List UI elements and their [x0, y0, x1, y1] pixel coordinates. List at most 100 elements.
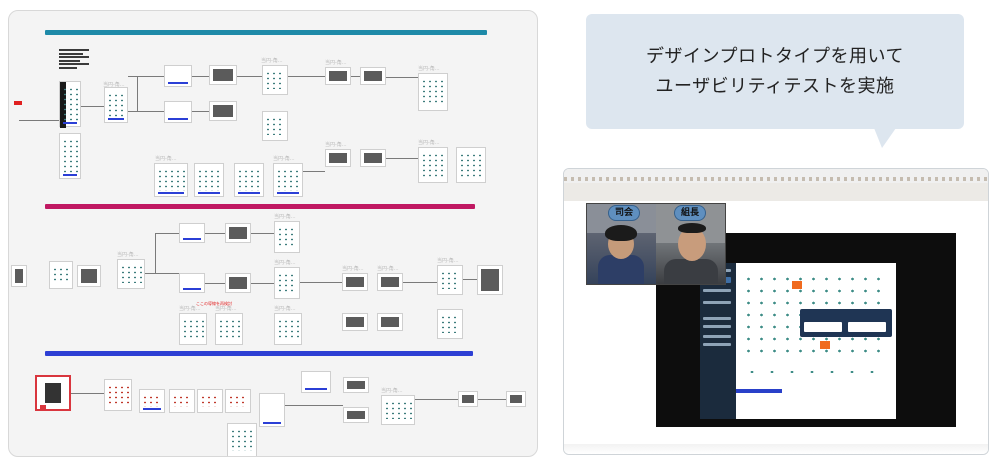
bubble-tail — [874, 128, 896, 148]
room-wall — [564, 183, 988, 201]
flow-screen — [154, 163, 188, 197]
room-background — [564, 169, 988, 183]
flow-connector — [288, 76, 325, 77]
flow-screen — [11, 265, 27, 287]
seat-detail-card — [800, 309, 892, 337]
flow-connector — [137, 76, 138, 111]
flow-screen — [262, 111, 288, 141]
flow-connector — [403, 282, 437, 283]
flow-screen — [418, 147, 448, 183]
flow-connector — [19, 120, 59, 121]
flow-screen — [194, 163, 224, 197]
screen-caption: 当円-角... — [103, 82, 125, 88]
flow-screen — [259, 393, 285, 427]
flow-connector — [300, 282, 342, 283]
caption-line-2: ユーザビリティテストを実施 — [655, 75, 895, 97]
flow-screen — [437, 309, 463, 339]
flow-screen — [197, 389, 223, 413]
row-marker — [14, 101, 22, 105]
flow-screen — [343, 407, 369, 423]
screen-caption: 当円-角... — [274, 214, 296, 220]
section-band-blue — [45, 351, 473, 356]
flow-screen — [225, 273, 251, 293]
flow-screen — [179, 223, 205, 243]
screen-caption: 当円-角... — [179, 306, 201, 312]
flow-connector — [205, 233, 225, 234]
screen-caption: 当円-角... — [418, 140, 440, 146]
flow-screen — [77, 265, 101, 287]
flow-screen — [104, 379, 132, 411]
flow-screen — [164, 65, 192, 87]
screen-caption: 当円-角... — [418, 66, 440, 72]
flow-connector — [478, 399, 506, 400]
highlighted-screen — [35, 375, 71, 411]
confirm-button[interactable] — [736, 389, 782, 393]
screen-caption: 当円-角... — [437, 258, 459, 264]
flow-screen — [381, 395, 415, 425]
flow-connector — [237, 76, 262, 77]
flow-screen — [274, 313, 302, 345]
camera-frame — [586, 203, 726, 285]
video-call-window: 司会 組長 — [563, 168, 989, 455]
app-sidebar — [700, 263, 736, 419]
flow-screen — [342, 313, 368, 331]
flow-connector — [192, 111, 209, 112]
selected-seat — [820, 341, 830, 349]
flow-screen — [59, 81, 81, 128]
screen-caption: 当円-角... — [261, 58, 283, 64]
screen-caption: 当円-角... — [215, 306, 237, 312]
screen-caption: 当円-角... — [273, 156, 295, 162]
prototype-flow-board: 当円-角... 当円-角... 当円-角... 当円-角... 当円-角... … — [8, 10, 538, 457]
flow-connector — [386, 158, 418, 159]
screen-caption: 当円-角... — [274, 260, 296, 266]
flow-screen — [273, 163, 303, 197]
flow-screen — [377, 313, 403, 331]
flow-connector — [463, 279, 477, 280]
caption-line-1: デザインプロトタイプを用いて — [646, 45, 904, 67]
flow-connector — [155, 233, 179, 234]
shared-screen — [656, 233, 956, 427]
flow-screen — [104, 87, 128, 123]
flow-connector — [251, 233, 274, 234]
flow-screen — [458, 391, 478, 407]
flow-screen — [179, 313, 207, 345]
selected-seat — [792, 281, 802, 289]
participant-tag-moderator: 司会 — [608, 205, 641, 221]
flow-screen — [215, 313, 243, 345]
flow-screen — [179, 273, 205, 293]
screen-caption: 当円-角... — [381, 388, 403, 394]
flow-screen — [506, 391, 526, 407]
flow-screen — [360, 149, 386, 167]
spec-text-block — [59, 49, 89, 70]
screen-caption: 当円-角... — [155, 156, 177, 162]
flow-screen — [477, 265, 503, 295]
flow-screen — [225, 223, 251, 243]
flow-connector — [71, 393, 104, 394]
flow-screen — [418, 73, 448, 111]
flow-connector — [351, 76, 360, 77]
caption-bubble: デザインプロトタイプを用いて ユーザビリティテストを実施 — [586, 14, 964, 129]
flow-screen — [169, 389, 195, 413]
screen-caption: 当円-角... — [377, 266, 399, 272]
flow-screen — [164, 101, 192, 123]
flow-connector — [128, 76, 164, 77]
flow-screen — [59, 133, 81, 179]
flow-connector — [386, 77, 418, 78]
flow-screen — [342, 273, 368, 291]
flow-screen — [325, 67, 351, 85]
flow-screen — [377, 273, 403, 291]
screen-caption: 当円-角... — [274, 306, 296, 312]
flow-connector — [205, 283, 225, 284]
screen-caption: 当円-角... — [325, 142, 347, 148]
flow-screen — [225, 389, 251, 413]
member-row — [742, 365, 890, 379]
screen-caption: 当円-角... — [117, 252, 139, 258]
flow-connector — [192, 76, 209, 77]
flow-screen — [437, 265, 463, 295]
flow-screen — [360, 67, 386, 85]
flow-screen — [274, 267, 300, 299]
flow-connector — [155, 233, 156, 273]
flow-connector — [145, 273, 179, 274]
flow-screen — [227, 423, 257, 456]
